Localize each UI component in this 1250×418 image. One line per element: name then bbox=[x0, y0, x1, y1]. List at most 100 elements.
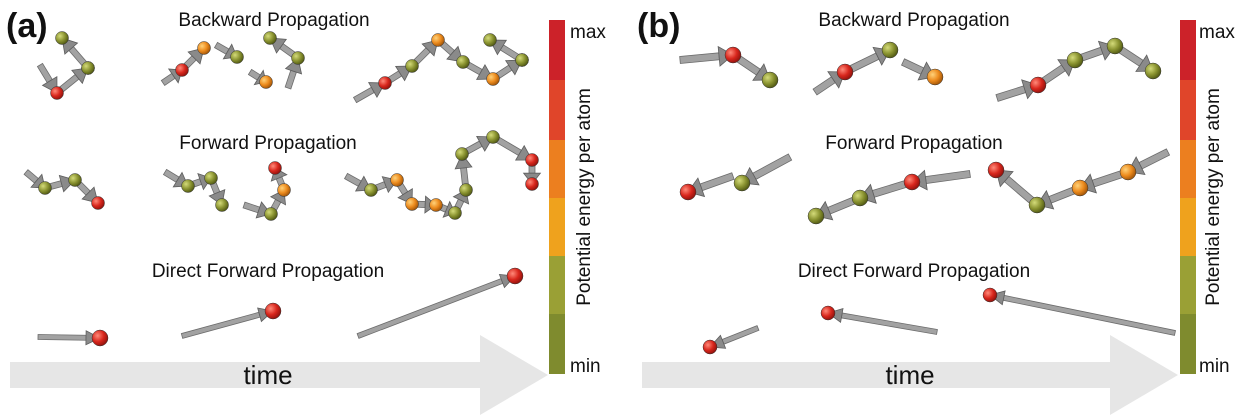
atom bbox=[405, 59, 419, 73]
atom bbox=[483, 33, 497, 47]
atom bbox=[277, 183, 291, 197]
bond-arrow bbox=[995, 85, 1027, 102]
atom bbox=[291, 51, 305, 65]
colorbar-segment-2 bbox=[1180, 80, 1196, 140]
panel-b: time (b) Backward Propagation Forward Pr… bbox=[637, 7, 1235, 415]
atom bbox=[50, 86, 64, 100]
colorbar-segment-3 bbox=[1180, 140, 1196, 198]
atom bbox=[1028, 196, 1046, 214]
bond-arrow bbox=[352, 86, 375, 104]
row-title-direct: Direct Forward Propagation bbox=[798, 261, 1030, 282]
atom bbox=[181, 179, 195, 193]
atom bbox=[1119, 163, 1137, 181]
colorbar-max-label: max bbox=[1199, 22, 1235, 43]
molecule-layer bbox=[23, 31, 542, 347]
row-title-forward: Forward Propagation bbox=[825, 133, 1002, 154]
atom bbox=[1029, 76, 1047, 94]
atom bbox=[982, 287, 998, 303]
row-title-backward: Backward Propagation bbox=[818, 10, 1009, 31]
atom bbox=[429, 198, 443, 212]
colorbar-segment-4 bbox=[549, 198, 565, 256]
atom bbox=[263, 31, 277, 45]
atom bbox=[1106, 37, 1124, 55]
atom bbox=[431, 33, 445, 47]
bond-arrow bbox=[812, 76, 836, 96]
atom bbox=[486, 130, 500, 144]
colorbar-segment-5 bbox=[549, 256, 565, 314]
arrow-head bbox=[454, 153, 473, 170]
bond-arrow bbox=[721, 325, 760, 345]
atom bbox=[175, 63, 189, 77]
atom bbox=[448, 206, 462, 220]
atom bbox=[38, 181, 52, 195]
molecule-layer bbox=[679, 37, 1176, 355]
panel-label: (a) bbox=[6, 7, 48, 45]
colorbar-segment-6 bbox=[1180, 314, 1196, 374]
colorbar-min-label: min bbox=[570, 356, 601, 377]
atom bbox=[515, 53, 529, 67]
atom bbox=[91, 196, 105, 210]
time-arrow bbox=[642, 335, 1178, 415]
bond-arrow bbox=[1138, 148, 1171, 170]
atom bbox=[1144, 62, 1162, 80]
colorbar-segment-4 bbox=[1180, 198, 1196, 256]
atom bbox=[881, 41, 899, 59]
atom bbox=[903, 173, 921, 191]
bond-arrow bbox=[180, 311, 261, 339]
bond-arrow bbox=[840, 312, 938, 335]
atom bbox=[259, 75, 273, 89]
atom bbox=[204, 171, 218, 185]
bond-arrow bbox=[284, 69, 297, 90]
row-title-backward: Backward Propagation bbox=[178, 10, 369, 31]
bond-arrow bbox=[679, 52, 720, 64]
atom bbox=[197, 41, 211, 55]
bond-arrow bbox=[37, 334, 87, 341]
bond-arrow bbox=[242, 201, 261, 214]
panel-a: time (a) Backward Propagation Forward Pr… bbox=[6, 7, 606, 415]
colorbar-segment-6 bbox=[549, 314, 565, 374]
time-label: time bbox=[885, 360, 934, 390]
colorbar-segment-1 bbox=[549, 20, 565, 80]
atom bbox=[987, 161, 1005, 179]
atom bbox=[679, 183, 697, 201]
bond-arrow bbox=[924, 170, 971, 185]
time-arrow bbox=[10, 335, 548, 415]
colorbar-title: Potential energy per atom bbox=[574, 88, 595, 306]
colorbar-segment-3 bbox=[549, 140, 565, 198]
colorbar-max-label: max bbox=[570, 22, 606, 43]
colorbar-title: Potential energy per atom bbox=[1203, 88, 1224, 306]
atom bbox=[390, 173, 404, 187]
atom bbox=[405, 197, 419, 211]
atom bbox=[761, 71, 779, 89]
row-title-direct: Direct Forward Propagation bbox=[152, 261, 384, 282]
bond-arrow bbox=[343, 172, 362, 187]
atom bbox=[1071, 179, 1089, 197]
atom bbox=[807, 207, 825, 225]
colorbar-segment-2 bbox=[549, 80, 565, 140]
atom bbox=[724, 46, 742, 64]
atom bbox=[91, 329, 109, 347]
atom bbox=[215, 198, 229, 212]
atom bbox=[459, 183, 473, 197]
atom bbox=[268, 161, 282, 175]
atom bbox=[525, 177, 539, 191]
bond-arrow bbox=[699, 172, 735, 192]
colorbar: max min Potential energy per atom bbox=[1180, 20, 1235, 377]
atom bbox=[455, 147, 469, 161]
row-title-forward: Forward Propagation bbox=[179, 133, 356, 154]
panel-label: (b) bbox=[637, 7, 680, 45]
atom bbox=[851, 189, 869, 207]
atom bbox=[1066, 51, 1084, 69]
bond-arrow bbox=[36, 62, 53, 84]
colorbar-segment-1 bbox=[1180, 20, 1196, 80]
time-label: time bbox=[243, 360, 292, 390]
atom bbox=[486, 72, 500, 86]
atom bbox=[836, 63, 854, 81]
atom bbox=[230, 50, 244, 64]
atom bbox=[364, 183, 378, 197]
bond-arrow bbox=[752, 153, 793, 180]
atom bbox=[506, 267, 524, 285]
atom bbox=[55, 31, 69, 45]
atom bbox=[702, 339, 718, 355]
atom bbox=[733, 174, 751, 192]
